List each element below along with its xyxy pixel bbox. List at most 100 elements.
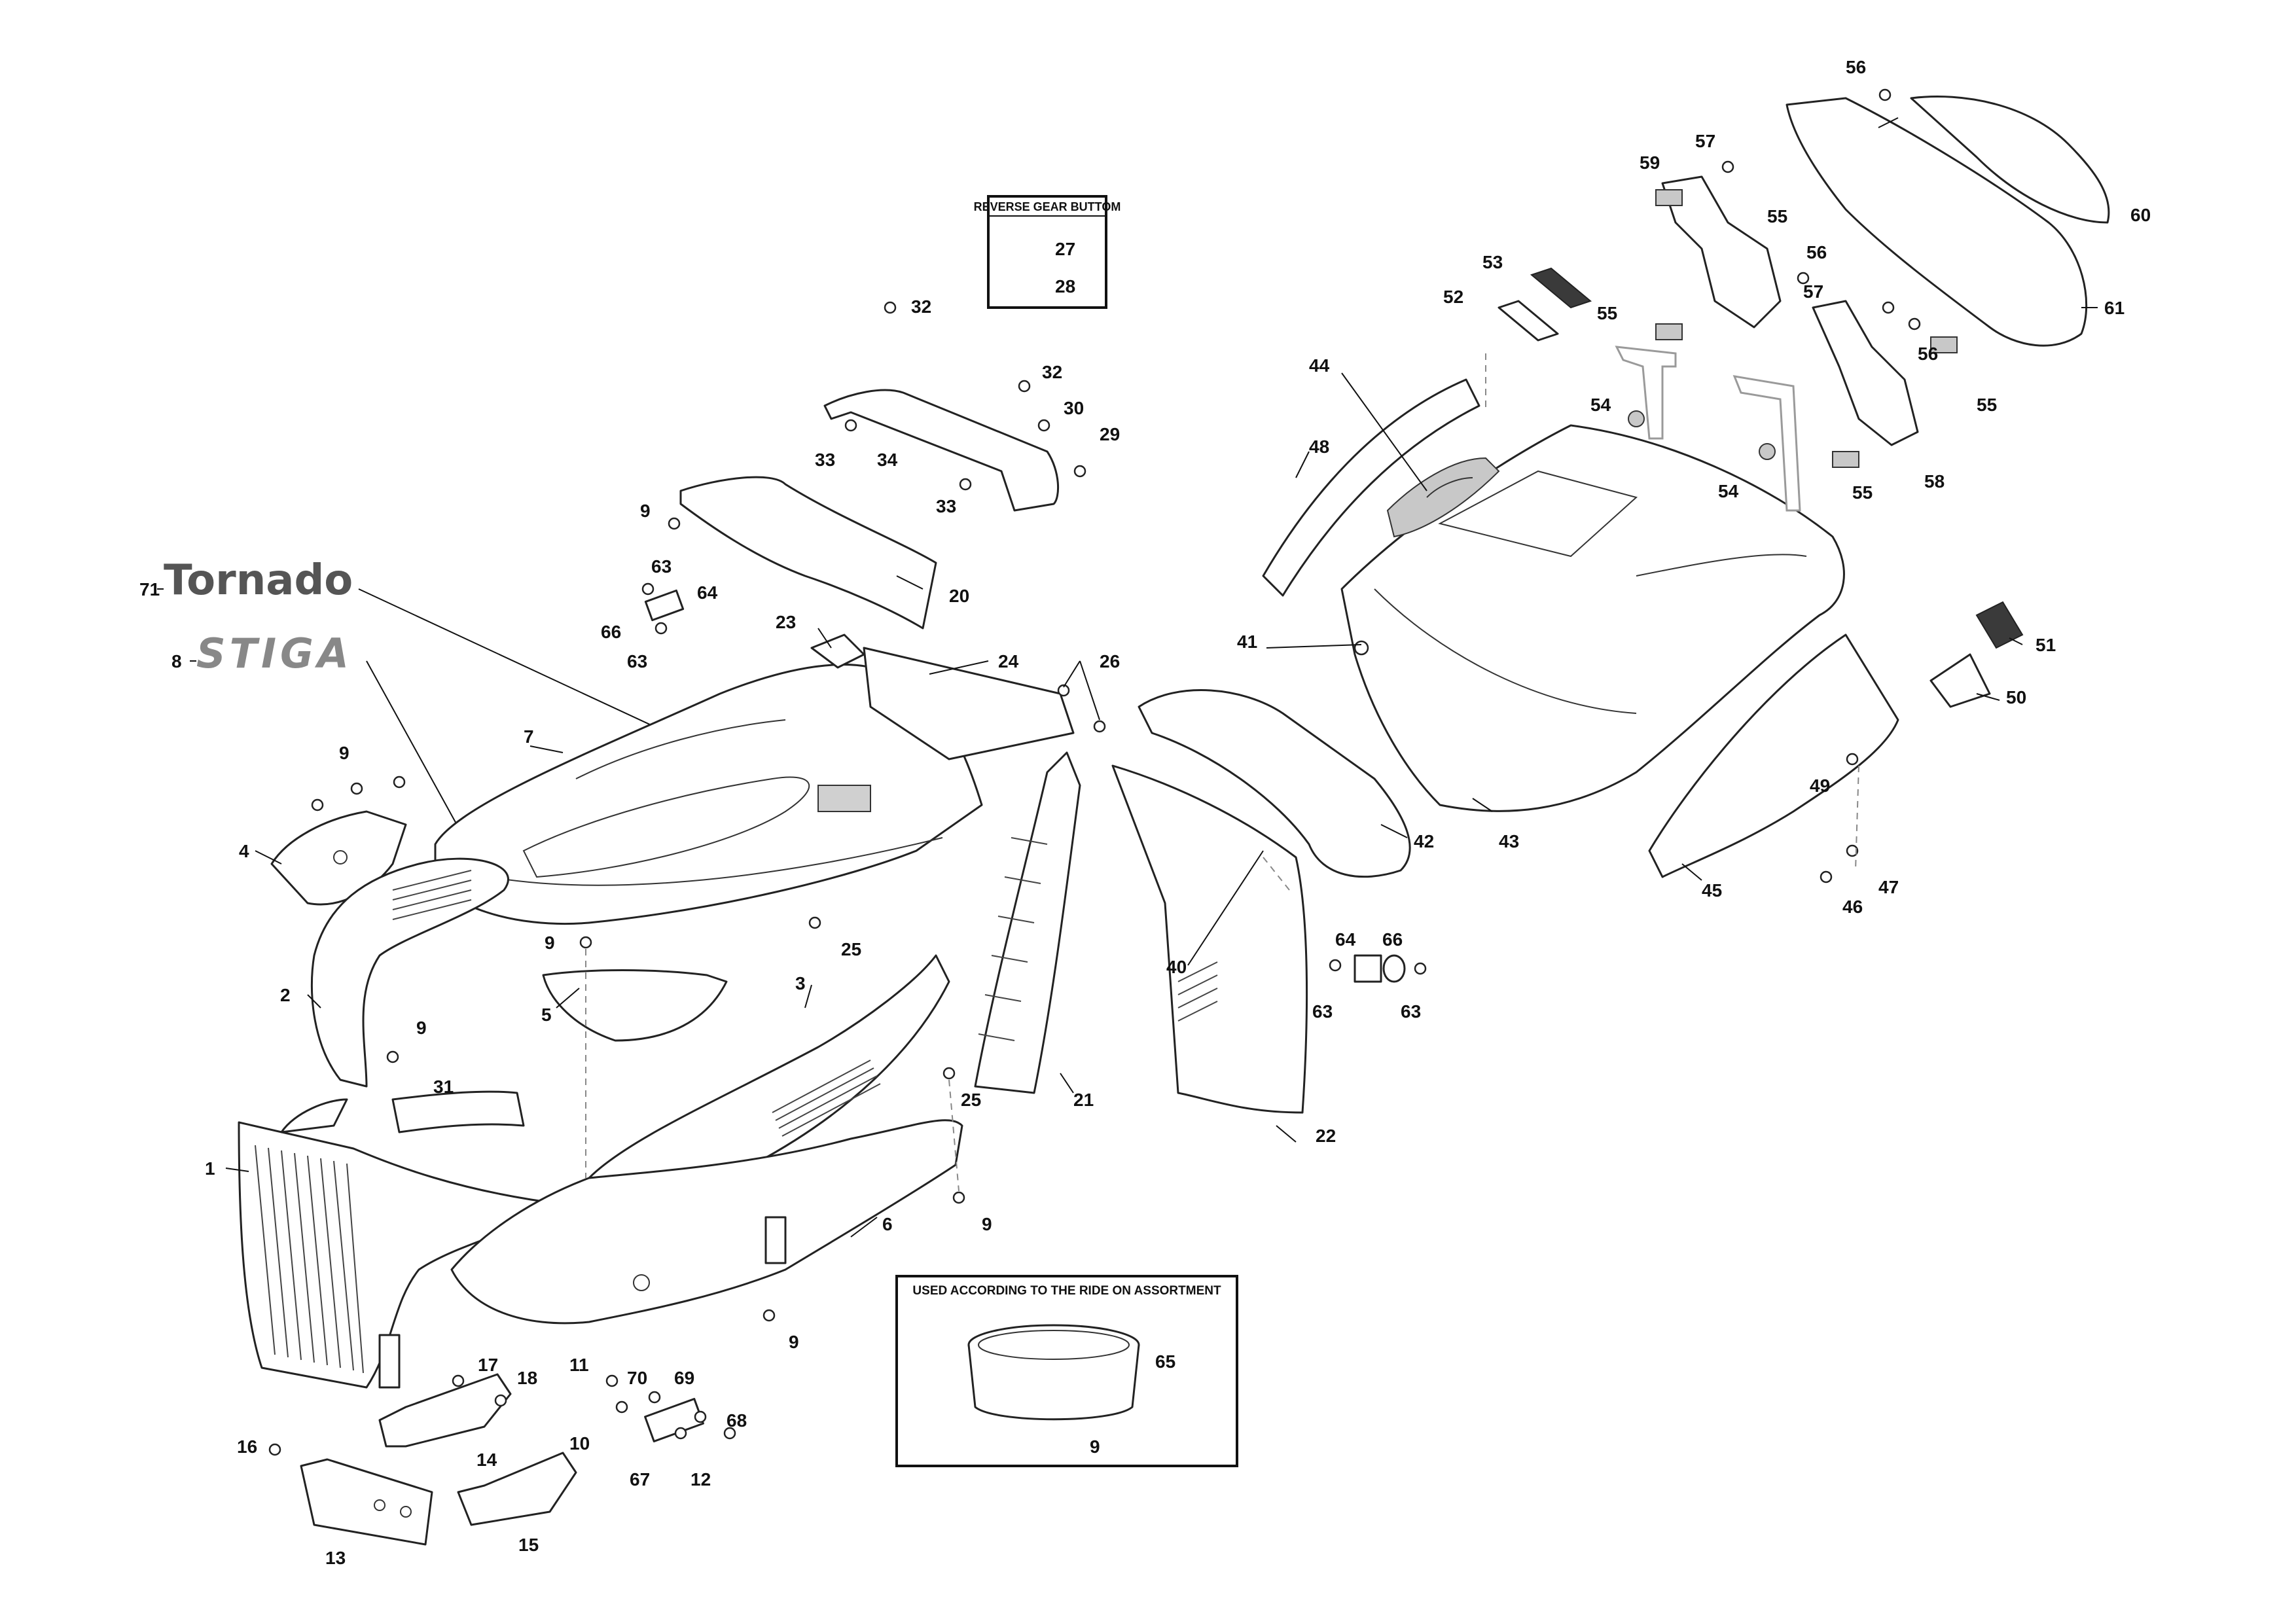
tornado-decal-text: Tornado bbox=[164, 556, 353, 605]
callout-54b: 54 bbox=[1718, 481, 1739, 501]
inner-cover-part-5 bbox=[542, 969, 728, 1042]
rear-guard-part-60 bbox=[1910, 96, 2110, 224]
latch-part-53 bbox=[1530, 267, 1592, 309]
callout-53: 53 bbox=[1482, 252, 1503, 272]
callouts bbox=[157, 117, 2098, 1238]
callout-67: 67 bbox=[630, 1469, 650, 1489]
callout-63c: 63 bbox=[1312, 1001, 1333, 1022]
callout-65: 65 bbox=[1155, 1351, 1175, 1372]
callout-25b: 25 bbox=[961, 1090, 981, 1110]
callout-47: 47 bbox=[1878, 877, 1899, 897]
callout-59: 59 bbox=[1640, 152, 1660, 173]
callout-15: 15 bbox=[518, 1535, 539, 1555]
callout-64b: 64 bbox=[1335, 929, 1356, 950]
callout-58: 58 bbox=[1924, 471, 1945, 491]
callout-9b: 9 bbox=[416, 1018, 427, 1038]
callout-9f: 9 bbox=[789, 1332, 799, 1352]
callout-71: 71 bbox=[139, 579, 160, 599]
reflector-part-50 bbox=[1929, 653, 1991, 708]
bracket-part-14 bbox=[378, 1373, 512, 1448]
callout-55d: 55 bbox=[1852, 482, 1873, 503]
rear-guard-part-61 bbox=[1785, 97, 2088, 347]
panel-part-24 bbox=[863, 647, 1075, 760]
stiga-decal-text: STIGA bbox=[196, 630, 353, 677]
callout-30: 30 bbox=[1064, 398, 1084, 418]
callout-2: 2 bbox=[280, 985, 291, 1005]
callout-7: 7 bbox=[524, 726, 534, 747]
callout-9c: 9 bbox=[545, 933, 555, 953]
pads-part-54 bbox=[1628, 410, 1776, 460]
callout-69: 69 bbox=[674, 1368, 694, 1388]
callout-5: 5 bbox=[541, 1005, 552, 1025]
callout-56b: 56 bbox=[1806, 242, 1827, 262]
rear-body-part-43 bbox=[1340, 424, 1845, 812]
callout-61: 61 bbox=[2104, 298, 2125, 318]
callout-32b: 32 bbox=[1042, 362, 1062, 382]
callout-16: 16 bbox=[237, 1436, 257, 1457]
rear-rail-part-48 bbox=[1262, 378, 1480, 597]
callout-8: 8 bbox=[171, 651, 182, 671]
bracket-part-15 bbox=[457, 1452, 577, 1526]
washer-part-66 bbox=[1382, 954, 1406, 983]
callout-23: 23 bbox=[776, 612, 796, 632]
grab-handle-part-44 bbox=[1386, 457, 1500, 538]
strip-part-31 bbox=[391, 1090, 525, 1133]
callout-24: 24 bbox=[998, 651, 1019, 671]
callout-49: 49 bbox=[1810, 776, 1830, 796]
assortment-box: USED ACCORDING TO THE RIDE ON ASSORTMENT bbox=[895, 1275, 1238, 1467]
latch-part-52 bbox=[1498, 300, 1559, 342]
callout-14: 14 bbox=[476, 1450, 497, 1470]
assortment-box-title: USED ACCORDING TO THE RIDE ON ASSORTMENT bbox=[912, 1284, 1221, 1298]
bracket-part-64 bbox=[644, 589, 685, 622]
rear-bracket-part-58 bbox=[1812, 300, 1919, 446]
side-fender-part-22 bbox=[1111, 764, 1308, 1114]
reverse-gear-box: REVERSE GEAR BUTTOM bbox=[974, 195, 1121, 309]
callout-9e: 9 bbox=[982, 1214, 992, 1234]
callout-10: 10 bbox=[569, 1433, 590, 1454]
callout-66a: 66 bbox=[601, 622, 621, 642]
callout-26: 26 bbox=[1100, 651, 1120, 671]
ring-part-65 bbox=[967, 1324, 1140, 1421]
callout-31: 31 bbox=[433, 1077, 454, 1097]
callout-55b: 55 bbox=[1597, 303, 1617, 323]
callout-4: 4 bbox=[239, 841, 249, 861]
callout-32a: 32 bbox=[911, 296, 931, 317]
callout-66b: 66 bbox=[1382, 929, 1403, 950]
callout-42: 42 bbox=[1414, 831, 1434, 851]
callout-33b: 33 bbox=[936, 496, 956, 516]
callout-48: 48 bbox=[1309, 437, 1329, 457]
callout-9g: 9 bbox=[1090, 1436, 1100, 1457]
rear-fender-part-45 bbox=[1648, 633, 1899, 878]
callout-40: 40 bbox=[1166, 957, 1187, 977]
rear-bracket-part-59 bbox=[1661, 175, 1782, 329]
callout-45: 45 bbox=[1702, 880, 1722, 901]
dash-cover-part-20 bbox=[679, 476, 937, 630]
callout-60: 60 bbox=[2130, 205, 2151, 225]
callout-12: 12 bbox=[691, 1469, 711, 1489]
hood-part-7 bbox=[434, 664, 983, 925]
callout-25a: 25 bbox=[841, 939, 861, 959]
callout-11: 11 bbox=[569, 1355, 589, 1375]
plate-part-67 bbox=[644, 1398, 704, 1442]
lower-shell-part-6 bbox=[450, 1119, 963, 1325]
console-part-34 bbox=[823, 389, 1060, 512]
callout-56a: 56 bbox=[1846, 57, 1866, 77]
pads-part-55 bbox=[1655, 189, 1958, 468]
rear-panel-part-42 bbox=[1138, 689, 1411, 878]
callout-22: 22 bbox=[1316, 1126, 1336, 1146]
callout-50: 50 bbox=[2006, 687, 2026, 707]
callout-63d: 63 bbox=[1401, 1001, 1421, 1022]
callout-labels: 71 8 1 2 3 4 5 6 7 9 9 9 9 9 9 9 10 11 1… bbox=[139, 57, 2151, 1568]
bracket-part-23 bbox=[810, 633, 865, 669]
callout-3: 3 bbox=[795, 973, 806, 993]
callout-63a: 63 bbox=[651, 556, 672, 577]
callout-57b: 57 bbox=[1803, 281, 1823, 302]
callout-20: 20 bbox=[949, 586, 969, 606]
callout-9d: 9 bbox=[640, 501, 651, 521]
callout-55c: 55 bbox=[1977, 395, 1997, 415]
step-plate-part-21 bbox=[974, 751, 1081, 1094]
callout-70: 70 bbox=[627, 1368, 647, 1388]
callout-13: 13 bbox=[325, 1548, 346, 1568]
callout-17: 17 bbox=[478, 1355, 498, 1375]
